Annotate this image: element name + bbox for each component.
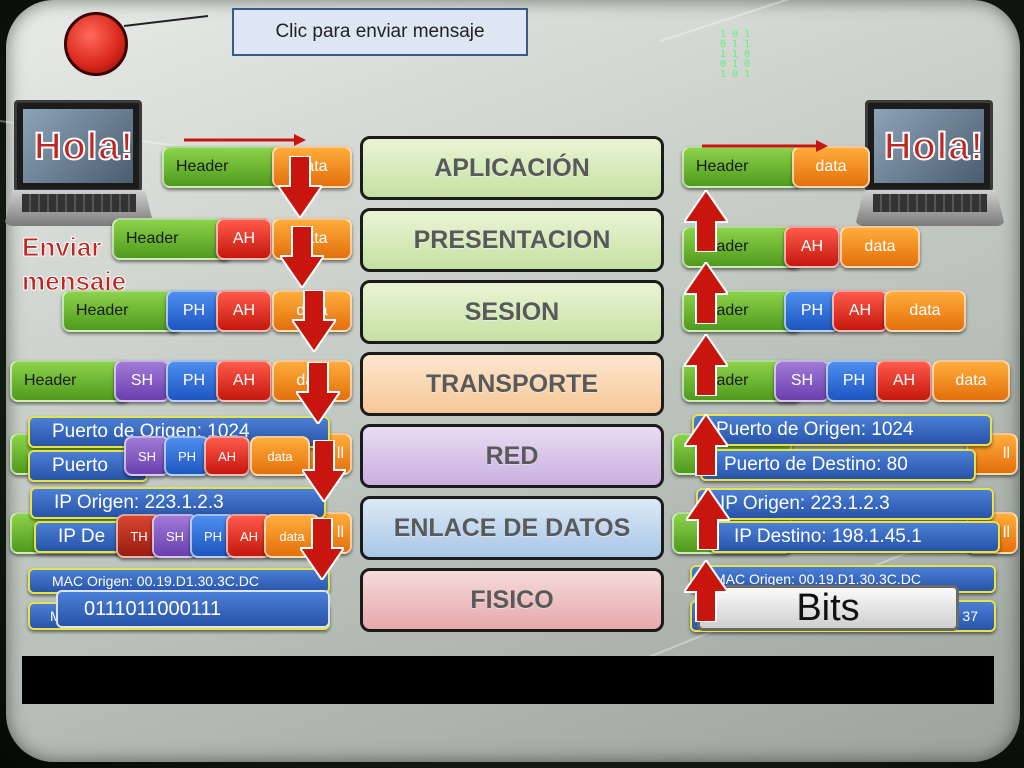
send-button-pointer-line	[123, 15, 209, 27]
pdu-header: Header	[10, 360, 130, 402]
pdu-ah: AH	[216, 360, 272, 402]
layer-sesion: SESION	[360, 280, 664, 344]
pdu-ah: AH	[216, 290, 272, 332]
pdu-ph: PH	[166, 290, 222, 332]
pdu-ah: AH	[832, 290, 888, 332]
ip-dest-box: IP Destino: 198.1.45.1	[710, 521, 1000, 553]
pdu-ah: AH	[204, 436, 250, 476]
layer-enlace-de-datos: ENLACE DE DATOS	[360, 496, 664, 560]
binary-stream: 0111011000111	[56, 590, 330, 628]
down-arrow-icon	[278, 156, 322, 218]
pdu-ph: PH	[166, 360, 222, 402]
sender-message-text: Hola!	[33, 125, 134, 169]
pdu-data: data	[264, 514, 320, 558]
pdu-data: data	[250, 436, 310, 476]
send-message-label[interactable]: Clic para enviar mensaje	[232, 8, 528, 56]
bottom-black-bar	[22, 656, 994, 704]
ip-origin-box: IP Origen: 223.1.2.3	[30, 487, 326, 519]
origin-port-box: Puerto de Origen: 1024	[692, 414, 992, 446]
pdu-data: data	[272, 146, 352, 188]
pdu-sh: SH	[774, 360, 830, 402]
pdu-data: data	[884, 290, 966, 332]
ip-origin-box: IP Origen: 223.1.2.3	[696, 488, 994, 520]
pdu-data: data	[840, 226, 920, 268]
pdu-sh: SH	[124, 436, 170, 476]
down-arrow-icon	[302, 440, 346, 502]
up-arrow-icon	[684, 334, 728, 396]
pdu-ph: PH	[826, 360, 882, 402]
down-arrow-icon	[300, 518, 344, 580]
layer-transporte: TRANSPORTE	[360, 352, 664, 416]
send-message-caption: Enviar mensaje	[21, 230, 126, 298]
send-caption-line1: Enviar	[21, 232, 102, 263]
down-arrow-icon	[292, 290, 336, 352]
right-arrow-icon	[184, 134, 306, 146]
down-arrow-icon	[280, 226, 324, 288]
laptop-keyboard	[22, 194, 136, 212]
up-arrow-icon	[684, 414, 728, 476]
bits-label: Bits	[697, 585, 959, 631]
pdu-data: data	[792, 146, 870, 188]
up-arrow-icon	[684, 262, 728, 324]
pdu-header: Header	[62, 290, 182, 332]
right-arrow-icon	[702, 140, 828, 152]
pdu-ph: PH	[164, 436, 210, 476]
pdu-ah: AH	[216, 218, 272, 260]
mac-dest-suffix: 37	[962, 608, 978, 624]
pdu-ah: AH	[876, 360, 932, 402]
send-button[interactable]	[64, 12, 128, 76]
layer-fisico: FISICO	[360, 568, 664, 632]
laptop-screen	[14, 100, 142, 192]
pdu-header: Header	[112, 218, 232, 260]
matrix-code-decoration: 1 0 1 0 1 1 1 1 0 0 1 0 1 0 1	[720, 29, 751, 80]
receiver-message-text: Hola!	[883, 125, 984, 169]
layer-aplicacion: APLICACIÓN	[360, 136, 664, 200]
up-arrow-icon	[684, 560, 728, 622]
pdu-header: Header	[162, 146, 282, 188]
laptop-keyboard	[873, 194, 987, 212]
pdu-ah: AH	[784, 226, 840, 268]
sender-laptop	[4, 100, 154, 230]
layer-red: RED	[360, 424, 664, 488]
pdu-sh: SH	[114, 360, 170, 402]
up-arrow-icon	[686, 488, 730, 550]
pdu-ph: PH	[784, 290, 840, 332]
down-arrow-icon	[296, 362, 340, 424]
pdu-data: data	[932, 360, 1010, 402]
layer-presentacion: PRESENTACION	[360, 208, 664, 272]
mac-origin-box: MAC Origen: 00.19.D1.30.3C.DC	[28, 568, 330, 594]
up-arrow-icon	[684, 190, 728, 252]
receiver-laptop	[855, 100, 1005, 230]
dest-port-box: Puerto de Destino: 80	[700, 449, 976, 481]
